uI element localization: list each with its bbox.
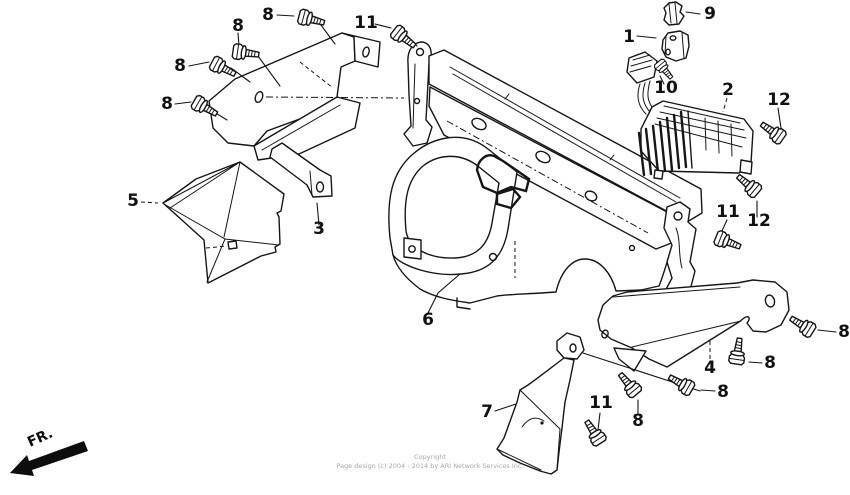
bolt-icon xyxy=(786,311,818,340)
copyright-line1: Copyright xyxy=(414,453,446,461)
part-drawing-9 xyxy=(663,1,685,26)
callout-label-8a[interactable]: 8 xyxy=(232,16,244,36)
callout-label-3[interactable]: 3 xyxy=(313,219,325,239)
callout-label-8f[interactable]: 8 xyxy=(764,353,776,373)
callout-label-11a[interactable]: 11 xyxy=(354,13,378,33)
front-arrow-label: FR. xyxy=(25,425,55,450)
bolt-icon xyxy=(732,169,764,200)
callout-label-11c[interactable]: 11 xyxy=(589,393,613,413)
callout-labels: 8 8 11 8 8 5 3 9 1 10 2 12 11 12 6 4 8 8… xyxy=(127,4,850,431)
callout-label-9[interactable]: 9 xyxy=(704,4,716,24)
part-drawing-2 xyxy=(637,100,754,180)
front-arrow-icon xyxy=(10,441,88,476)
part-drawing-6 xyxy=(388,41,703,310)
callout-label-4[interactable]: 4 xyxy=(704,358,716,378)
callout-label-8e[interactable]: 8 xyxy=(838,322,850,342)
callout-label-11b[interactable]: 11 xyxy=(716,202,740,222)
part-drawing-1 xyxy=(661,30,690,62)
callout-label-7[interactable]: 7 xyxy=(481,402,493,422)
callout-label-8c[interactable]: 8 xyxy=(174,56,186,76)
bolt-icon xyxy=(231,42,261,63)
callout-label-10[interactable]: 10 xyxy=(654,78,678,98)
callout-label-1[interactable]: 1 xyxy=(623,27,635,47)
callout-label-2[interactable]: 2 xyxy=(722,80,734,100)
callout-label-12b[interactable]: 12 xyxy=(747,211,771,231)
bolt-icon xyxy=(613,368,644,400)
callout-label-8h[interactable]: 8 xyxy=(632,411,644,431)
bolt-icon xyxy=(727,336,748,366)
part-drawing-5 xyxy=(162,161,285,284)
callout-label-12a[interactable]: 12 xyxy=(767,90,791,110)
bolt-icon xyxy=(664,369,697,398)
part-drawing-4 xyxy=(597,279,790,372)
part-drawing-3 xyxy=(269,142,333,198)
callout-label-8g[interactable]: 8 xyxy=(717,382,729,402)
callout-label-8d[interactable]: 8 xyxy=(161,94,173,114)
callout-label-6[interactable]: 6 xyxy=(422,310,434,330)
part-drawing-connector xyxy=(626,51,658,115)
bolt-icon xyxy=(756,117,789,146)
callout-label-5[interactable]: 5 xyxy=(127,191,139,211)
front-direction-marker: FR. xyxy=(10,425,88,476)
copyright-line2: Page design (c) 2004 - 2014 by ARI Netwo… xyxy=(336,462,523,470)
part-drawing-7 xyxy=(496,332,585,475)
bolt-icon xyxy=(579,416,609,448)
callout-label-8b[interactable]: 8 xyxy=(262,5,274,25)
bolt-icon xyxy=(712,229,744,255)
